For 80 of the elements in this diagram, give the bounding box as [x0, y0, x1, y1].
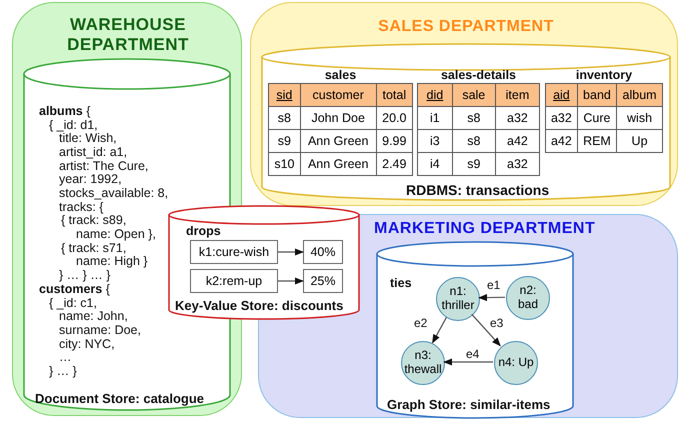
collection-name: drops: [186, 224, 221, 238]
table-cell: s8: [452, 106, 496, 130]
table-cell: John Doe: [300, 106, 376, 130]
table-cell: i1: [418, 106, 452, 130]
table-cell: s8: [452, 130, 496, 152]
document-line: name: John,: [59, 309, 128, 324]
table-cell: s8: [268, 106, 300, 130]
store-caption: Document Store: catalogue: [35, 391, 204, 406]
arrow: [443, 358, 493, 366]
value-box: 40%: [303, 240, 343, 264]
header-cell: did: [418, 84, 452, 106]
document-line: artist: The Cure,: [59, 158, 148, 173]
store-caption: Key-Value Store: discounts: [175, 298, 344, 313]
table-title: sales: [324, 68, 358, 82]
header-cell: sid: [268, 84, 300, 106]
value-box: 25%: [303, 269, 343, 293]
header-cell: band: [577, 84, 617, 106]
header-cell: total: [376, 84, 412, 106]
department-title: MARKETING DEPARTMENT: [374, 219, 596, 238]
document-line: …: [59, 350, 72, 364]
table-title: sales-details: [440, 68, 518, 82]
table-cell: REM: [577, 130, 617, 152]
document-line: albums {: [39, 104, 90, 118]
table-cell: a42: [546, 130, 578, 152]
store-caption: RDBMS: transactions: [406, 182, 550, 198]
table-cell: 9.99: [376, 130, 412, 152]
department-title: SALES DEPARTMENT: [377, 17, 555, 36]
table-cell: i4: [418, 152, 452, 176]
document-line: } … } … }: [59, 268, 110, 282]
table-cell: Up: [616, 130, 662, 152]
table-cell: s9: [452, 152, 496, 176]
document-line: name: Open },: [76, 227, 156, 242]
department-title: WAREHOUSE DEPARTMENT: [66, 15, 190, 56]
arrow: [278, 277, 304, 285]
table-cell: 2.49: [376, 152, 412, 176]
document-line: { _id: c1,: [49, 296, 97, 310]
table-cell: a32: [495, 106, 540, 130]
store-caption: Graph Store: similar-items: [387, 397, 550, 412]
header-cell: item: [495, 84, 540, 106]
header-cell: aid: [546, 84, 578, 106]
document-line: { track: s71,: [61, 240, 126, 255]
table-cell: i3: [418, 130, 452, 152]
arrow: [471, 314, 501, 346]
table-cell: wish: [616, 106, 662, 130]
collection-name: ties: [390, 276, 412, 290]
document-line: customers {: [39, 282, 110, 296]
document-line: tracks: {: [59, 200, 104, 214]
document-line: artist_id: a1,: [59, 145, 128, 160]
table-cell: s9: [268, 130, 300, 152]
edge-label: e3: [490, 316, 504, 330]
header-cell: album: [616, 84, 662, 106]
header-cell: sale: [452, 84, 496, 106]
header-cell: customer: [300, 84, 376, 106]
document-line: surname: Doe,: [59, 322, 141, 337]
edge-label: e4: [466, 347, 480, 361]
department-panel: [250, 2, 678, 206]
key-box: k1:cure-wish: [190, 240, 278, 264]
arrow: [478, 294, 505, 302]
document-line: city: NYC,: [59, 336, 115, 351]
arrow: [432, 317, 447, 344]
document-line: { track: s89,: [61, 213, 126, 228]
document-line: name: High }: [76, 254, 148, 268]
table-cell: a32: [546, 106, 578, 130]
table-cell: Ann Green: [300, 130, 376, 152]
edge-label: e1: [487, 278, 500, 292]
document-line: year: 1992,: [59, 172, 122, 186]
key-box: k2:rem-up: [190, 269, 278, 293]
table-cell: a42: [495, 130, 540, 152]
table-cell: Ann Green: [300, 152, 376, 176]
table-cell: a32: [495, 152, 540, 176]
document-line: { _id: d1,: [49, 118, 98, 132]
edge-label: e2: [414, 316, 428, 330]
document-line: title: Wish,: [59, 131, 117, 146]
document-line: } … }: [49, 364, 77, 378]
table-cell: 20.0: [376, 106, 412, 130]
table-title: inventory: [574, 68, 634, 82]
arrow: [278, 248, 304, 256]
document-line: stocks_available: 8,: [59, 186, 168, 200]
table-cell: s10: [268, 152, 300, 176]
table-cell: Cure: [577, 106, 617, 130]
